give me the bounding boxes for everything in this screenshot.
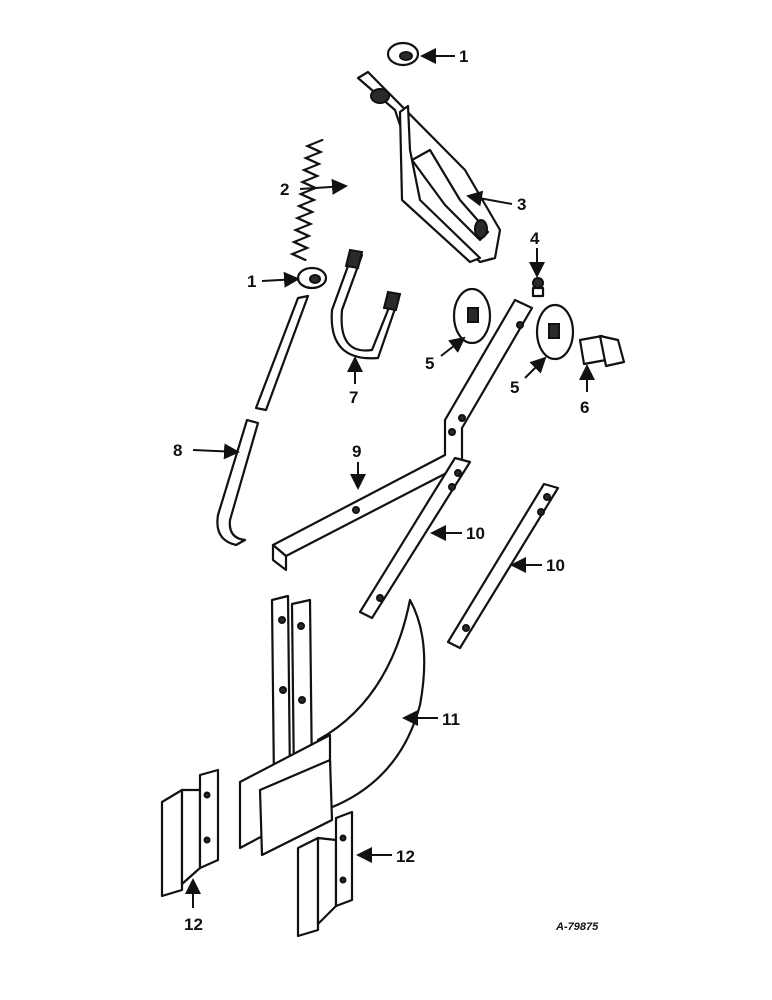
washer-lower — [296, 266, 328, 290]
main-bar — [271, 298, 534, 572]
callout-1-lower: 1 — [247, 272, 256, 291]
callout-12-left: 12 — [184, 915, 203, 934]
grease-fitting — [531, 277, 545, 298]
callout-8: 8 — [173, 441, 182, 460]
callout-12-right: 12 — [396, 847, 415, 866]
callout-7: 7 — [349, 388, 358, 407]
bolt — [578, 334, 626, 368]
callout-2: 2 — [280, 180, 289, 199]
strap-left — [358, 456, 472, 620]
callout-10-right: 10 — [546, 556, 565, 575]
u-bolt — [330, 248, 402, 360]
spring — [289, 138, 324, 262]
washer-top — [386, 41, 420, 67]
leader-arrows — [185, 48, 595, 908]
reference-number: A-79875 — [555, 921, 599, 933]
clamp-left — [160, 768, 220, 898]
callout-10-left: 10 — [466, 524, 485, 543]
callout-9: 9 — [352, 442, 361, 461]
plate-left — [452, 287, 492, 345]
callout-1-top: 1 — [459, 47, 468, 66]
callout-5-right: 5 — [510, 378, 519, 397]
plate-right — [535, 303, 575, 361]
shank — [238, 594, 426, 857]
callout-5-left: 5 — [425, 354, 434, 373]
bracket — [356, 70, 502, 264]
strap-right — [446, 482, 560, 650]
callout-3: 3 — [517, 195, 526, 214]
callout-6: 6 — [580, 398, 589, 417]
callout-4: 4 — [530, 229, 540, 248]
rod — [216, 294, 310, 547]
clamp-right — [296, 810, 354, 938]
callout-11: 11 — [442, 710, 460, 729]
